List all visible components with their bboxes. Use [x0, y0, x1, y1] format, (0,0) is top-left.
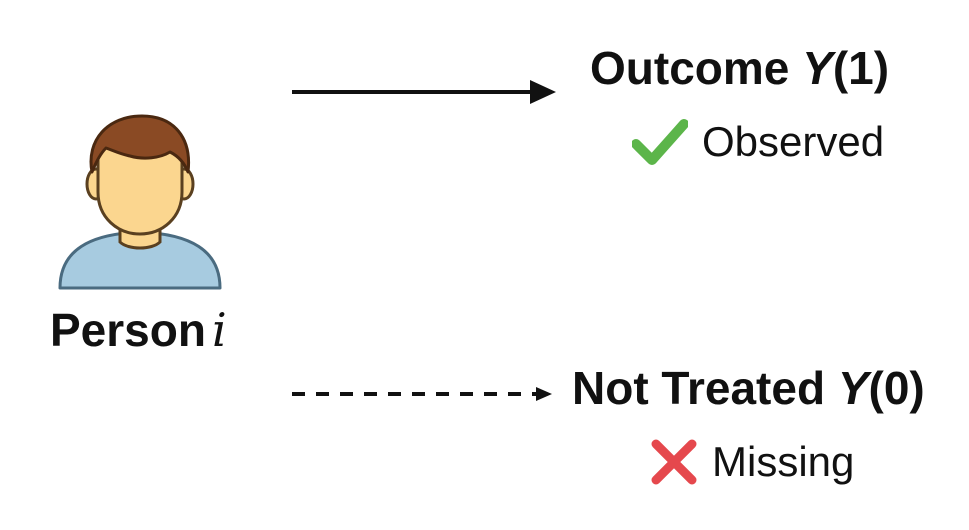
untreated-arrow: [290, 376, 555, 412]
person-label-text: Person: [50, 304, 206, 356]
untreated-outcome-variable: Y: [837, 362, 869, 414]
missing-status-label: Missing: [712, 438, 855, 485]
person-icon: [50, 110, 230, 300]
treated-arrow: [290, 74, 560, 110]
untreated-outcome-title: Not Treated Y(0): [572, 358, 925, 418]
untreated-outcome-argument: (0): [868, 362, 925, 414]
check-mark-icon: [632, 116, 688, 168]
person-index-variable: i: [211, 303, 227, 357]
cross-mark-icon: [650, 438, 698, 486]
observed-status-label: Observed: [702, 118, 885, 165]
treated-outcome-variable: Y: [802, 42, 833, 94]
observed-status: Observed: [632, 112, 884, 172]
treated-title-prefix: Outcome: [590, 42, 790, 94]
treated-outcome-argument: (1): [832, 42, 890, 94]
missing-status: Missing: [650, 432, 854, 492]
treated-outcome-title: Outcome Y(1): [590, 38, 889, 98]
untreated-title-prefix: Not Treated: [572, 362, 826, 414]
